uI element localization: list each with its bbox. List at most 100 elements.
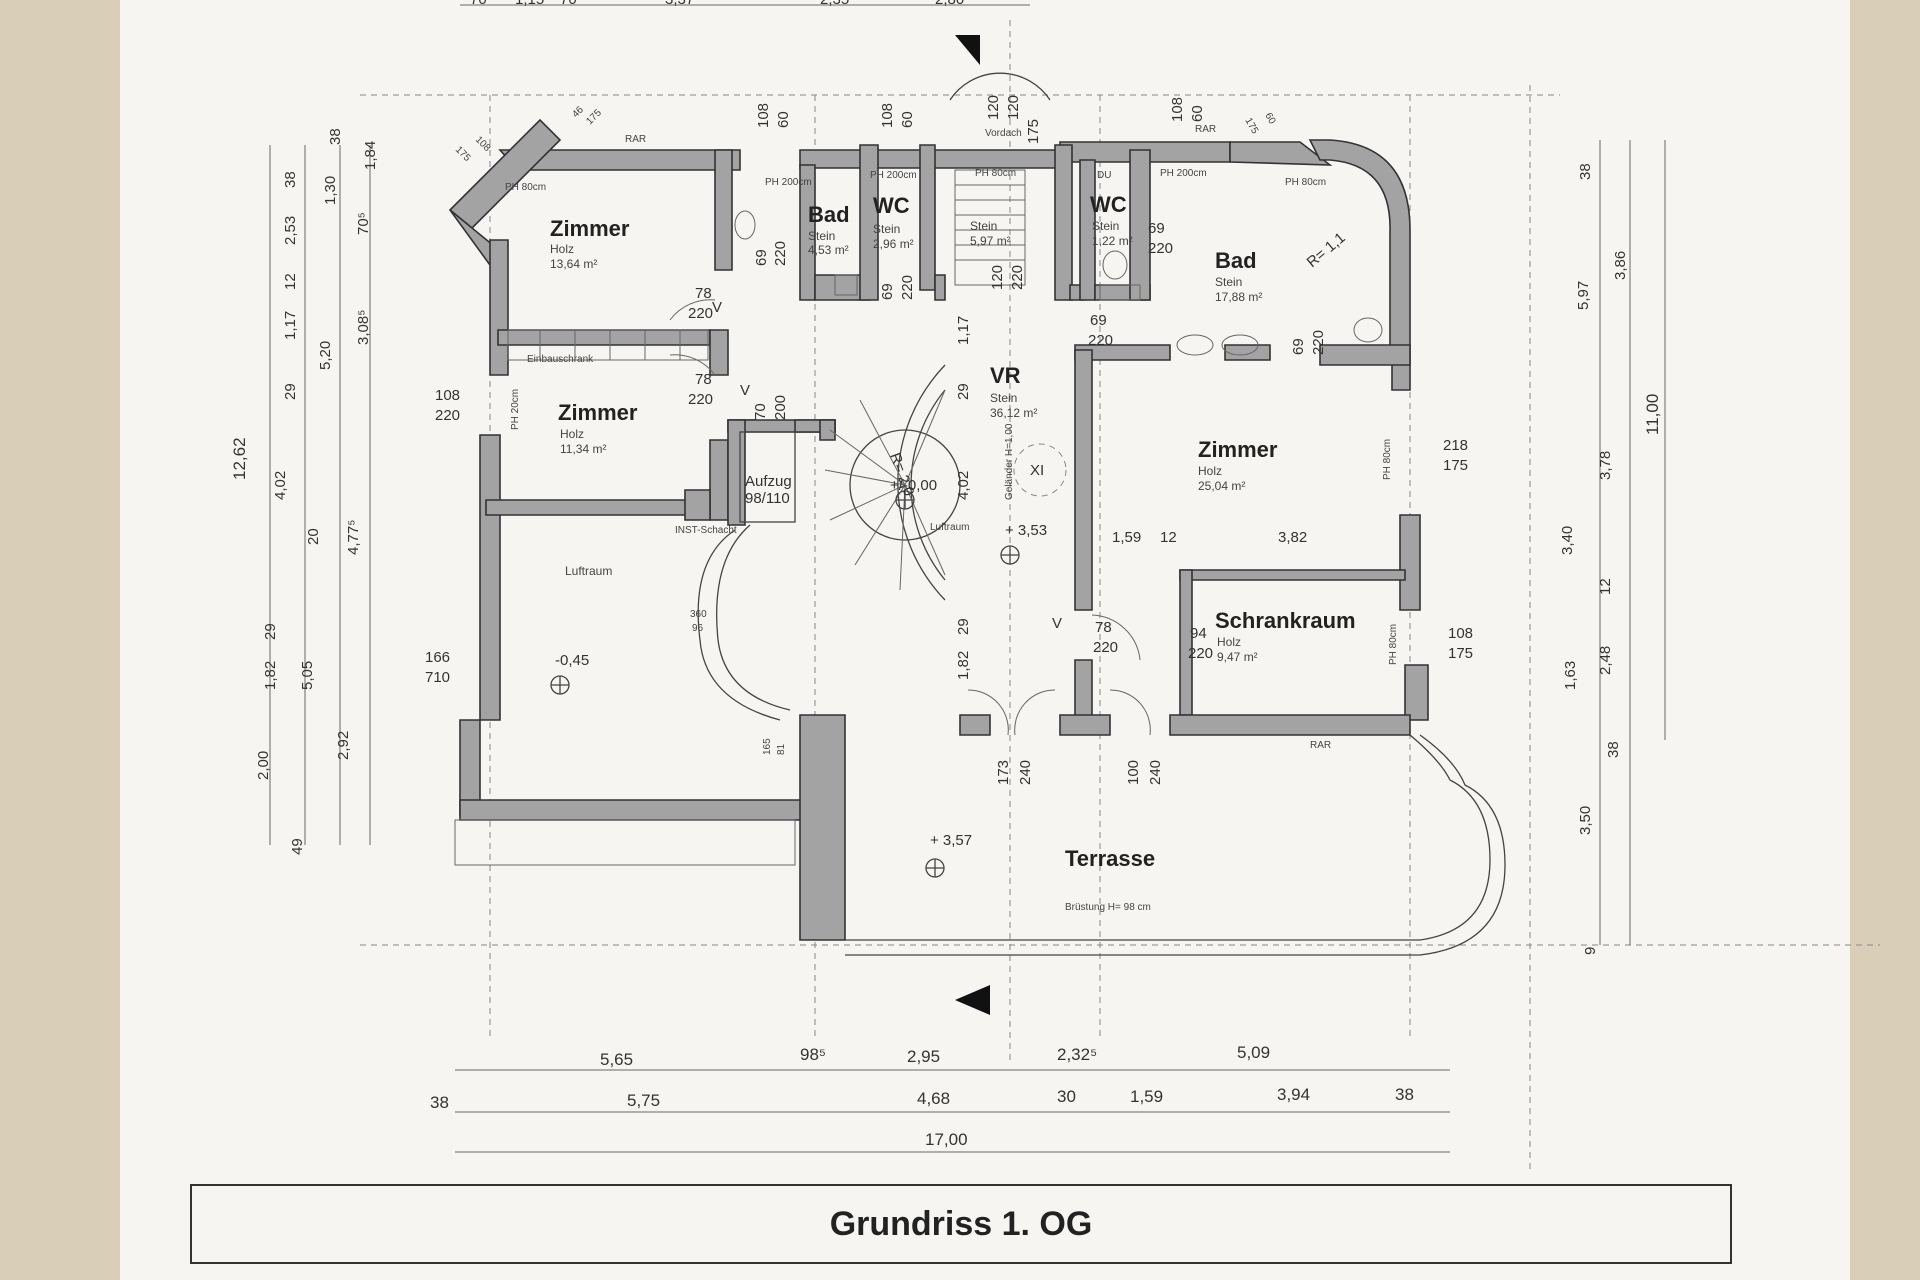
dim-220c: 220 — [1093, 639, 1118, 656]
dim-710: 710 — [425, 669, 450, 686]
dim-175e: 175 — [1242, 116, 1260, 136]
room-wc1-name: WC — [873, 193, 910, 218]
dim-120: 120 — [989, 265, 1006, 290]
drawing-paper — [120, 0, 1850, 1280]
room-bad2-area: 17,88 m² — [1215, 290, 1262, 304]
dim-69c: 69 — [753, 249, 770, 266]
room-schrank-name: Schrankraum — [1215, 608, 1356, 633]
room-aufzug-size: 98/110 — [745, 490, 790, 507]
dim-96: 96 — [692, 623, 704, 634]
bottom-dim-1-0: 5,65 — [600, 1050, 633, 1069]
right-dim-2-1: 3,78 — [1597, 451, 1614, 480]
dim-182: 1,82 — [955, 651, 972, 680]
left-dim-5-0: 38 — [327, 128, 344, 145]
label-ph80c: PH 80cm — [1285, 177, 1326, 188]
dim-220b: 220 — [688, 391, 713, 408]
room-zimmer3-area: 25,04 m² — [1198, 479, 1245, 493]
dim-200: 200 — [772, 395, 789, 420]
room-wc2-area: 1,22 m² — [1092, 234, 1133, 248]
label-ph200c: PH 200cm — [1160, 168, 1207, 179]
left-dim-4-1: 70⁵ — [355, 212, 372, 235]
top-dim-2: 70 — [560, 0, 577, 8]
dim-220h: 220 — [1310, 330, 1327, 355]
dim-94: 94 — [1190, 625, 1207, 642]
dim-175a: 175 — [1443, 457, 1468, 474]
dim-382: 3,82 — [1278, 529, 1307, 546]
dim-175-46-2: 46 — [570, 104, 586, 120]
dim-29a: 29 — [955, 383, 972, 400]
bottom-dim-2-2: 4,68 — [917, 1089, 950, 1108]
dim-69e: 69 — [1290, 338, 1307, 355]
left-dim-2-0: 38 — [282, 171, 299, 188]
bottom-dim-2-5: 3,94 — [1277, 1085, 1310, 1104]
room-zimmer1-name: Zimmer — [550, 216, 630, 241]
section-marker-bottom — [955, 985, 990, 1015]
dim-108c: 108 — [473, 134, 493, 154]
bottom-dim-2-3: 30 — [1057, 1087, 1076, 1106]
room-bad1-area: 4,53 m² — [808, 243, 849, 257]
left-dim-2-1: 2,53 — [282, 216, 299, 245]
dim-220e: 220 — [1148, 240, 1173, 257]
right-dim-2-3: 2,48 — [1597, 646, 1614, 675]
room-zimmer3-material: Holz — [1198, 464, 1222, 478]
right-dim-1-1: 5,97 — [1575, 281, 1592, 310]
left-dim-2-6: 29 — [262, 623, 279, 640]
einbauschrank-box — [507, 329, 709, 361]
label-ph80d: PH 80cm — [1382, 439, 1393, 480]
dim-402: 4,02 — [955, 471, 972, 500]
dim-69a: 69 — [1090, 312, 1107, 329]
title-box: Grundriss 1. OG — [190, 1184, 1732, 1264]
bottom-dim-total: 17,00 — [925, 1130, 968, 1149]
room-luftraum2-name: Luftraum — [930, 522, 969, 533]
dim-360: 360 — [690, 609, 707, 620]
dim-108-60c-2: 60 — [1189, 105, 1206, 122]
dim-108-60c-1: 108 — [1169, 97, 1186, 122]
einbauschrank-label: Einbauschrank — [527, 354, 594, 365]
section-marker-top — [955, 35, 980, 65]
bottom-dim-1-3: 2,32⁵ — [1057, 1045, 1097, 1064]
left-dim-2-5: 4,02 — [272, 471, 289, 500]
level-luft: -0,45 — [555, 652, 589, 669]
room-zimmer2-area: 11,34 m² — [560, 442, 606, 456]
label-ph80e: PH 80cm — [1388, 624, 1399, 665]
room-schrank-area: 9,47 m² — [1217, 650, 1258, 664]
right-dim-1-0: 38 — [1577, 163, 1594, 180]
label-rar2: RAR — [1195, 124, 1216, 135]
label-v1: V — [712, 299, 722, 316]
dim-220g: 220 — [899, 275, 916, 300]
straight-staircase — [949, 72, 1051, 286]
left-dim-4-0: 1,30 — [322, 176, 339, 205]
dim-70: 70 — [752, 403, 769, 420]
dim-117: 1,17 — [955, 316, 972, 345]
dim-60: 60 — [1262, 111, 1277, 127]
room-schrank-material: Holz — [1217, 635, 1241, 649]
label-r11: R= 1,1 — [1304, 229, 1349, 271]
room-vr-area: 36,12 m² — [990, 406, 1037, 420]
bottom-dim-1-1: 98⁵ — [800, 1045, 826, 1064]
dim-175-46-1: 175 — [584, 107, 604, 127]
dim-108-60b-2: 60 — [899, 111, 916, 128]
luftraum-arc — [697, 529, 781, 721]
label-v2: V — [740, 382, 750, 399]
label-ph80b: PH 80cm — [505, 182, 546, 193]
dim-175d: 175 — [453, 144, 473, 164]
dim-108-60a-1: 108 — [755, 103, 772, 128]
label-gelaender: Geländer H=1,00 — [1004, 423, 1015, 500]
room-aufzug-name: Aufzug — [745, 473, 792, 490]
dim-108-60b-1: 108 — [879, 103, 896, 128]
top-dim-4: 2,35 — [820, 0, 849, 8]
right-dim-1-4: 38 — [1605, 741, 1622, 758]
room-bad2-name: Bad — [1215, 248, 1257, 273]
bottom-dim-1-2: 2,95 — [907, 1047, 940, 1066]
right-dim-total: 11,00 — [1643, 394, 1662, 435]
dim-220j: 220 — [1188, 645, 1213, 662]
left-dim-3-1: 20 — [305, 528, 322, 545]
right-dim-1-5: 3,50 — [1577, 806, 1594, 835]
room-wc2-prefix: DU — [1097, 170, 1111, 181]
fixtures — [734, 210, 1383, 356]
left-dim-2-4: 29 — [282, 383, 299, 400]
label-rar3: RAR — [1310, 740, 1331, 751]
room-zimmer1-area: 13,64 m² — [550, 257, 597, 271]
right-dim-1-3: 1,63 — [1562, 661, 1579, 690]
